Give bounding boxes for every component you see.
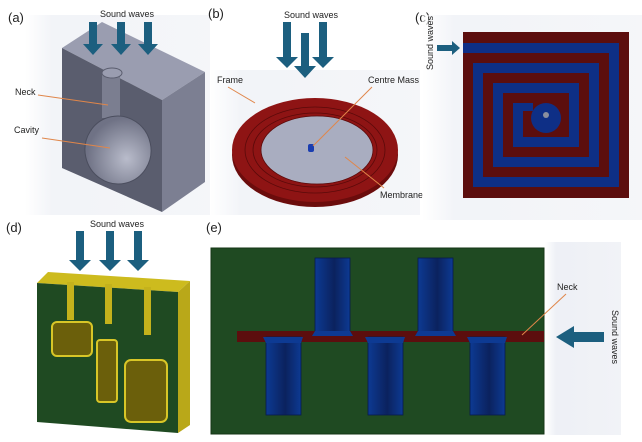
- panel-c-sound-waves-label: Sound waves: [425, 15, 435, 70]
- panel-b: (b) Sound waves Frame Centre Mass Membra…: [208, 6, 423, 215]
- sound-wave-arrow-icon: [111, 22, 131, 55]
- tube-flare: [312, 331, 353, 336]
- resonator-neck: [144, 287, 151, 335]
- resonator-tube-bottom: [367, 336, 404, 416]
- spiral-channel: [463, 43, 619, 187]
- cavity-label: Cavity: [14, 125, 40, 135]
- sound-wave-arrow-icon: [312, 22, 334, 68]
- panel-e-letter: (e): [206, 220, 222, 235]
- neck-channel: [237, 331, 544, 342]
- spiral-centre-pin: [543, 112, 549, 118]
- frame-label: Frame: [217, 75, 243, 85]
- panel-b-sound-wave-arrows: [276, 22, 334, 78]
- sound-wave-arrow-icon: [294, 33, 316, 78]
- membrane: [260, 115, 374, 185]
- frame-ring-line: [244, 106, 386, 194]
- membrane-label: Membrane: [380, 190, 423, 200]
- membrane-leader-line: [344, 156, 385, 189]
- panel-e-neck-label: Neck: [557, 282, 578, 292]
- panel-c: (c) Sound waves: [415, 10, 642, 220]
- tube-flare: [467, 337, 507, 343]
- resonator-tube-bottom: [469, 336, 506, 416]
- tube-flare: [365, 337, 405, 343]
- frame-leader-line: [227, 86, 256, 104]
- panel-d-letter: (d): [6, 220, 22, 235]
- panel-e-sound-waves-label: Sound waves: [610, 310, 620, 365]
- sound-wave-arrow-icon: [556, 326, 604, 348]
- resonator-block-side: [178, 281, 190, 433]
- centre-mass-leader-line: [312, 86, 373, 147]
- panel-d-sound-wave-arrows: [69, 231, 149, 271]
- panel-a-sound-wave-arrows: [83, 22, 158, 55]
- panel-a: (a) Sound waves Neck Cavity: [8, 9, 210, 215]
- panel-b-letter: (b): [208, 6, 224, 21]
- panel-a-sound-waves-label: Sound waves: [100, 9, 155, 19]
- sound-wave-arrow-icon: [127, 231, 149, 271]
- helmholtz-neck: [102, 72, 120, 118]
- centre-mass-label: Centre Mass: [368, 75, 420, 85]
- panel-d-sound-waves-label: Sound waves: [90, 219, 145, 229]
- resonator-cavity: [51, 321, 93, 357]
- panel-e-neck-leader-line: [521, 293, 567, 336]
- helmholtz-cavity: [84, 115, 152, 185]
- resonator-cavity: [96, 339, 118, 403]
- helmholtz-neck-opening: [101, 67, 123, 79]
- resonator-tube-top: [314, 257, 351, 335]
- panel-d: (d) Sound waves: [6, 219, 190, 433]
- sound-wave-arrow-icon: [437, 41, 460, 55]
- sound-wave-arrow-icon: [69, 231, 91, 271]
- resonator-tube-bottom: [265, 336, 302, 416]
- resonator-cavities: [51, 282, 168, 423]
- tube-flare: [263, 337, 303, 343]
- panel-b-sound-waves-label: Sound waves: [284, 10, 339, 20]
- sound-wave-arrow-icon: [276, 22, 298, 68]
- panel-a-letter: (a): [8, 10, 24, 25]
- resonator-block-top: [37, 272, 190, 292]
- cavity-leader-line: [41, 137, 111, 149]
- frame-ring-line: [252, 112, 378, 188]
- resonator-neck: [67, 282, 74, 320]
- neck-leader-line: [37, 94, 109, 106]
- resonator-cavity: [124, 359, 168, 423]
- panel-e: (e) Neck Sound waves: [206, 220, 621, 435]
- tube-flare: [415, 331, 456, 336]
- resonator-tube-top: [417, 257, 454, 335]
- helmholtz-block-top: [62, 22, 205, 100]
- sound-wave-arrow-icon: [138, 22, 158, 55]
- resonator-neck: [105, 284, 112, 324]
- helmholtz-block-side-face: [162, 72, 205, 212]
- centre-mass: [308, 144, 314, 152]
- sound-wave-arrow-icon: [83, 22, 103, 55]
- neck-label: Neck: [15, 87, 36, 97]
- sound-wave-arrow-icon: [99, 231, 121, 271]
